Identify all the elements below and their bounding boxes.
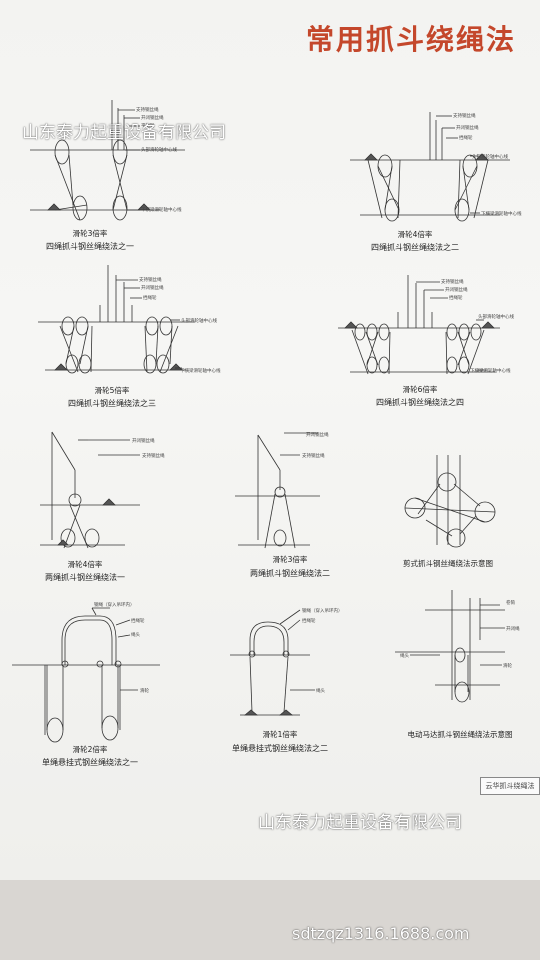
diagram-electric-motor-grab xyxy=(395,590,505,703)
d2-label-1: 支持钢丝绳 xyxy=(453,112,476,119)
d6-ratio: 滑轮3倍率 xyxy=(273,554,308,564)
d1-label-1: 支持钢丝绳 xyxy=(136,106,159,113)
d10-caption: 电动马达抓斗钢丝绳绕法示意图 xyxy=(408,729,513,739)
d4-label-5: 下横梁滑轮轴中心线 xyxy=(470,367,511,374)
d2-label-3: 挡绳轮 xyxy=(459,134,473,141)
d8-caption: 单绳悬挂式钢丝绳绕法之一 xyxy=(42,757,138,767)
d5-label-2: 支持钢丝绳 xyxy=(142,452,165,459)
diagram-two-rope-2 xyxy=(235,432,320,549)
d1-ratio: 滑轮3倍率 xyxy=(73,228,108,238)
d6-label-2: 支持钢丝绳 xyxy=(302,452,325,459)
d10-label-1: 卷筒 xyxy=(506,599,515,606)
d3-label-2: 开闭钢丝绳 xyxy=(141,284,164,291)
d1-label-5: 下横梁滑轮轴中心线 xyxy=(141,206,182,213)
d4-label-4: 头部滑轮轴中心线 xyxy=(478,313,514,320)
d6-label-1: 开闭钢丝绳 xyxy=(306,431,329,438)
diagram-four-rope-4 xyxy=(338,275,500,375)
d10-label-4: 滑轮 xyxy=(503,662,512,669)
d5-ratio: 滑轮4倍率 xyxy=(68,559,103,569)
d10-label-3: 绳头 xyxy=(400,652,409,659)
d2-label-5: 下横梁滑轮轴中心线 xyxy=(481,210,522,217)
d4-label-2: 开闭钢丝绳 xyxy=(445,286,468,293)
d7-caption: 剪式抓斗钢丝绳绕法示意图 xyxy=(403,558,493,568)
d9-ratio: 滑轮1倍率 xyxy=(263,729,298,739)
d1-label-3: 平衡轮 xyxy=(141,122,155,129)
d3-label-3: 挡绳轮 xyxy=(143,294,157,301)
d4-ratio: 滑轮6倍率 xyxy=(403,384,438,394)
diagram-single-rope-1 xyxy=(12,607,160,743)
d8-ratio: 滑轮2倍率 xyxy=(73,744,108,754)
d4-caption: 四绳抓斗钢丝绳绕法之四 xyxy=(376,397,464,407)
diagram-four-rope-1 xyxy=(30,100,185,221)
page-tab: 云华抓斗绕绳法 xyxy=(480,777,540,795)
d1-label-4: 头部滑轮轴中心线 xyxy=(141,146,177,153)
d8-label-4: 滑轮 xyxy=(140,687,149,694)
diagram-two-rope-1 xyxy=(40,431,140,549)
d9-label-1: 钢绳（穿入吊环内） xyxy=(302,607,343,614)
d9-label-2: 挡绳轮 xyxy=(302,617,316,624)
d10-label-2: 开闭绳 xyxy=(506,625,520,632)
d5-caption: 两绳抓斗钢丝绳绕法一 xyxy=(45,572,125,582)
d1-caption: 四绳抓斗钢丝绳绕法之一 xyxy=(46,241,134,251)
d8-label-1: 钢绳（穿入吊环内） xyxy=(94,601,135,608)
d2-label-2: 开闭钢丝绳 xyxy=(456,124,479,131)
d3-label-4: 头部滑轮轴中心线 xyxy=(181,317,217,324)
watermark-bottom: sdtzqz1316.1688.com xyxy=(292,924,470,943)
d8-label-3: 绳头 xyxy=(131,631,140,638)
d6-caption: 两绳抓斗钢丝绳绕法二 xyxy=(250,568,330,578)
d2-caption: 四绳抓斗钢丝绳绕法之二 xyxy=(371,242,459,252)
d1-label-2: 开闭钢丝绳 xyxy=(141,114,164,121)
d3-ratio: 滑轮5倍率 xyxy=(95,385,130,395)
d3-caption: 四绳抓斗钢丝绳绕法之三 xyxy=(68,398,156,408)
diagram-sheet: 支持钢丝绳 开闭钢丝绳 平衡轮 头部滑轮轴中心线 下横梁滑轮轴中心线 滑轮3倍率… xyxy=(12,100,522,767)
d9-label-3: 绳头 xyxy=(316,687,325,694)
diagram-single-rope-2 xyxy=(230,609,315,716)
d5-label-1: 开闭钢丝绳 xyxy=(132,437,155,444)
d8-label-2: 挡绳轮 xyxy=(131,617,145,624)
d4-label-3: 挡绳轮 xyxy=(449,294,463,301)
d9-caption: 单绳悬挂式钢丝绳绕法之二 xyxy=(232,743,328,753)
d4-label-1: 支持钢丝绳 xyxy=(441,278,464,285)
diagram-four-rope-2 xyxy=(350,112,510,222)
d3-label-5: 下横梁滑轮轴中心线 xyxy=(180,367,221,374)
d2-ratio: 滑轮4倍率 xyxy=(398,229,433,239)
diagram-scissor-grab xyxy=(404,455,496,548)
d3-label-1: 支持钢丝绳 xyxy=(139,276,162,283)
d2-label-4: 头部滑轮轴中心线 xyxy=(472,153,508,160)
diagram-four-rope-3 xyxy=(38,265,195,374)
watermark-top: 山东泰力起重设备有限公司 xyxy=(22,123,226,143)
page-title: 常用抓斗绕绳法 xyxy=(305,23,516,56)
watermark-middle: 山东泰力起重设备有限公司 xyxy=(258,813,462,833)
